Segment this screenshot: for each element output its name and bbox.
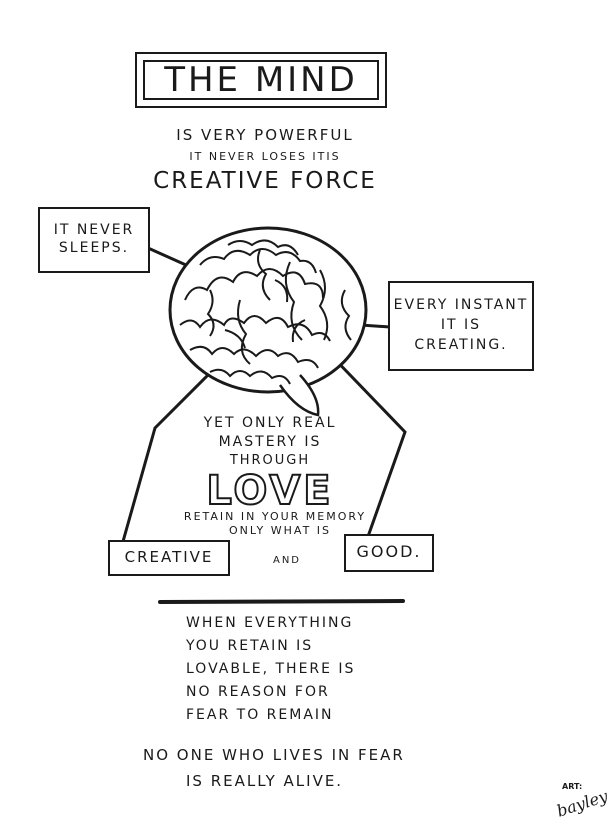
- good-label: GOOD.: [356, 542, 422, 561]
- callout-left-line-1: IT NEVER: [53, 222, 135, 238]
- brain-icon: [168, 226, 368, 417]
- lower-line-2: YOU RETAIN IS: [186, 638, 314, 654]
- lower-line-3: LOVABLE, THERE IS: [186, 661, 356, 677]
- callout-every-instant: EVERY INSTANT IT IS CREATING.: [388, 281, 534, 371]
- title-frame: THE MIND: [135, 52, 387, 108]
- middle-line-4: RETAIN IN YOUR MEMORY: [183, 510, 367, 523]
- closing-line-1: NO ONE WHO LIVES IN FEAR: [143, 746, 405, 764]
- creative-label: CREATIVE: [124, 548, 214, 566]
- closing-line-2: IS REALLY ALIVE.: [186, 772, 344, 790]
- good-box: GOOD.: [344, 534, 434, 572]
- callout-left-line-2: SLEEPS.: [58, 240, 130, 256]
- lower-line-4: NO REASON FOR: [186, 684, 330, 700]
- middle-line-3: THROUGH: [229, 453, 311, 468]
- middle-line-2: MASTERY IS: [218, 434, 322, 450]
- lower-line-1: WHEN EVERYTHING: [186, 615, 354, 631]
- signature-label: ART:: [562, 782, 583, 791]
- page-title: THE MIND: [143, 60, 379, 100]
- creative-box: CREATIVE: [108, 540, 230, 576]
- and-label: AND: [272, 555, 302, 566]
- callout-never-sleeps: IT NEVER SLEEPS.: [38, 207, 150, 273]
- callout-right-line-2: IT IS: [440, 317, 482, 333]
- intro-line-1: IS VERY POWERFUL: [176, 126, 354, 144]
- connector-good-box: [324, 348, 407, 547]
- love-word: LOVE: [205, 467, 334, 515]
- intro-line-2: IT NEVER LOSES ITIS: [189, 150, 341, 163]
- lower-line-5: FEAR TO REMAIN: [186, 707, 334, 723]
- intro-line-3: CREATIVE FORCE: [153, 168, 377, 194]
- middle-line-1: YET ONLY REAL: [203, 415, 337, 431]
- divider-line: [158, 599, 405, 604]
- callout-right-line-3: CREATING.: [414, 337, 508, 353]
- connector-creative-box: [120, 368, 215, 547]
- callout-right-line-1: EVERY INSTANT: [393, 297, 529, 313]
- middle-line-5: ONLY WHAT IS: [228, 524, 332, 537]
- lower-paragraph: WHEN EVERYTHING YOU RETAIN IS LOVABLE, T…: [186, 612, 446, 727]
